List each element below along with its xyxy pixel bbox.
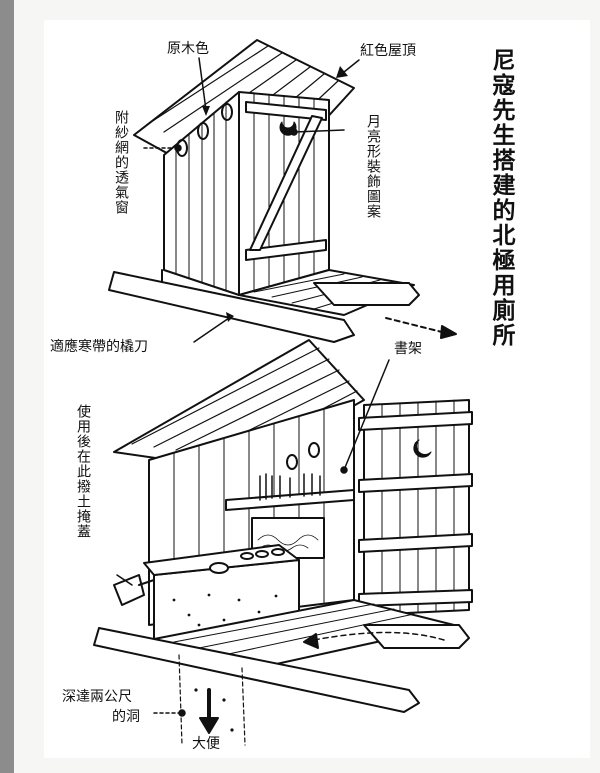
moon-icon (413, 439, 432, 458)
label-cover-soil: 使用後在此撥土掩蓋 (75, 404, 91, 539)
label-red-roof: 紅色屋頂 (360, 43, 416, 59)
cover-soil-arrow (313, 631, 445, 641)
outhouse-illustration (93, 39, 473, 746)
label-bookshelf: 書架 (394, 341, 422, 357)
drag-direction-arrow (385, 317, 457, 339)
label-mesh-vent: 附紗網的透氣窗 (113, 110, 129, 215)
shovel-icon (113, 574, 145, 606)
open-door (363, 399, 470, 616)
label-sled-runner: 適應寒帶的橇刀 (50, 339, 148, 355)
books-on-shelf (259, 473, 321, 501)
label-moon-deco: 月亮形裝飾圖案 (365, 114, 381, 219)
label-deep-hole-2: 的洞 (112, 709, 140, 725)
page: 尼寇先生搭建的北極用廁所 原木色 紅色屋頂 附紗網的透氣窗 月亮形裝飾圖案 適應… (14, 0, 600, 773)
exterior-outhouse (108, 39, 420, 343)
diagram-title: 尼寇先生搭建的北極用廁所 (488, 48, 514, 348)
label-natural-wood: 原木色 (167, 41, 209, 57)
sled-runner (108, 271, 355, 343)
sled-runner (93, 627, 420, 713)
interior-outhouse (93, 339, 473, 746)
label-stool: 大便 (192, 736, 220, 752)
label-deep-hole-1: 深達兩公尺 (62, 689, 132, 705)
pot-icon (209, 562, 229, 574)
